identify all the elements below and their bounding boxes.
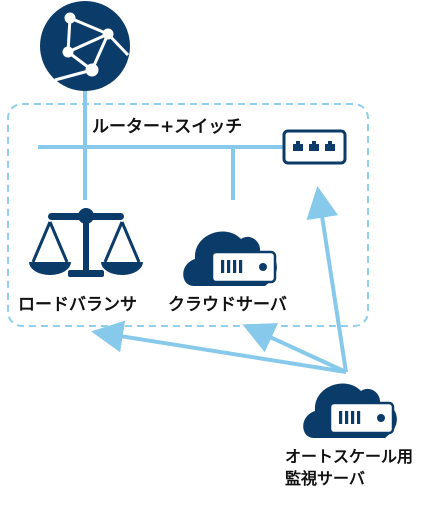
monitor-server-label-line1: オートスケール用 — [285, 447, 414, 466]
network-switch-icon — [282, 129, 347, 165]
cloud-server-label: クラウドサーバ — [168, 295, 287, 315]
monitor-to-loadbalancer-arrow — [91, 320, 347, 374]
monitor-to-cloudserver-arrow — [242, 323, 347, 374]
network-group-boundary — [7, 103, 369, 327]
monitor-cloud-server-icon — [303, 383, 397, 438]
globe-network-icon — [40, 1, 130, 91]
monitor-to-switch-arrow — [306, 186, 348, 373]
router-switch-label: ルーター+スイッチ — [92, 117, 243, 137]
load-balancer-label: ロードバランサ — [18, 295, 137, 315]
cloud-server-icon — [183, 231, 277, 286]
monitor-server-label: オートスケール用 監視サーバ — [285, 446, 413, 490]
balance-scale-icon — [29, 208, 143, 277]
monitor-server-label-line2: 監視サーバ — [285, 469, 365, 488]
